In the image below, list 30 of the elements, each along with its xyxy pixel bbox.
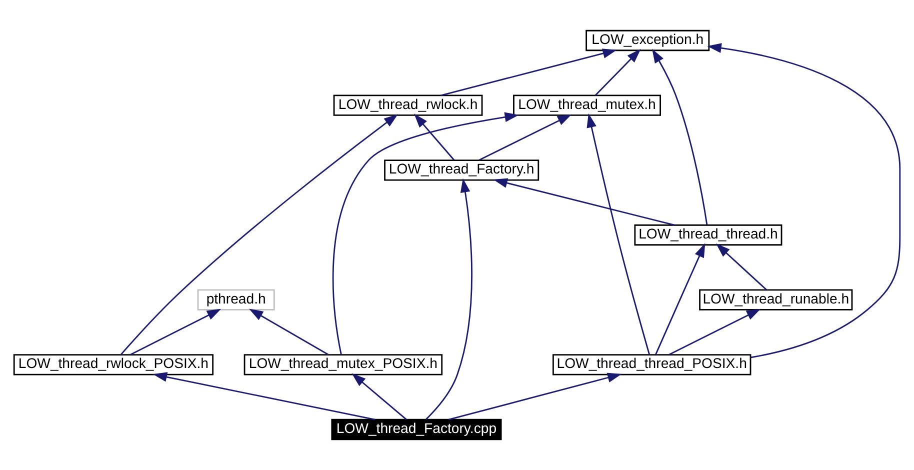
arrow: [493, 178, 675, 226]
arrow: [352, 373, 407, 420]
arrow: [716, 244, 767, 290]
arrow: [130, 308, 222, 356]
node-box: pthread.h: [197, 289, 275, 310]
arrow: [478, 114, 572, 161]
arrow: [594, 48, 641, 96]
arrow: [332, 112, 519, 355]
node-box: LOW_thread_runable.h: [699, 289, 853, 310]
node-box: LOW_exception.h: [586, 30, 710, 52]
arrow: [120, 114, 398, 356]
node-box: LOW_thread_mutex.h: [513, 94, 661, 116]
arrow: [654, 243, 706, 355]
node-box: LOW_thread_thread_POSIX.h: [552, 354, 752, 376]
node-box: LOW_thread_mutex_POSIX.h: [244, 354, 443, 376]
arrow: [586, 113, 650, 355]
node-box: LOW_thread_Factory.cpp: [331, 418, 502, 440]
arrow: [707, 43, 901, 358]
arrow: [668, 308, 761, 356]
arrow: [440, 48, 617, 96]
arrow: [426, 178, 472, 420]
arrow: [448, 372, 622, 420]
arrow: [249, 308, 329, 356]
arrow: [652, 48, 708, 225]
node-box: LOW_thread_rwlock.h: [333, 94, 483, 116]
node-box: LOW_thread_thread.h: [634, 224, 782, 246]
arrow: [414, 114, 455, 161]
node-box: LOW_thread_rwlock_POSIX.h: [13, 354, 214, 376]
node-box: LOW_thread_Factory.h: [384, 160, 540, 181]
arrow: [152, 372, 376, 420]
